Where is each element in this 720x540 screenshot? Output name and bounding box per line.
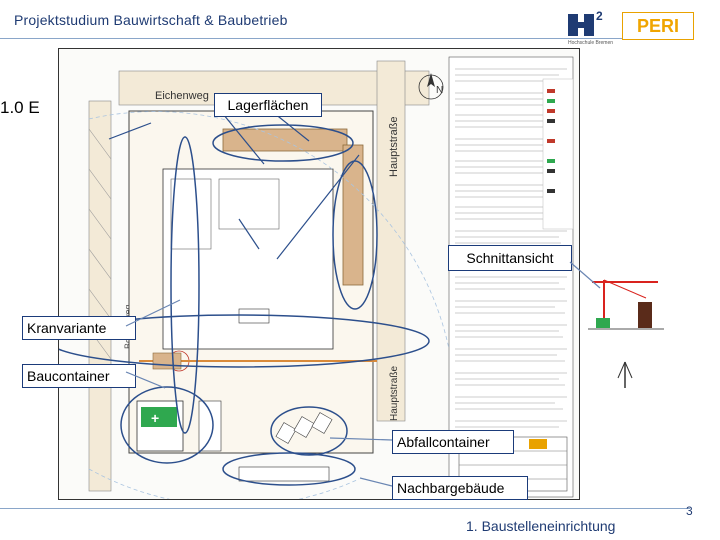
- page-number: 3: [686, 504, 693, 518]
- callout-nachbargebaeude: Nachbargebäude: [392, 476, 528, 500]
- callout-baucontainer: Baucontainer: [22, 364, 136, 388]
- svg-text:+: +: [151, 410, 159, 426]
- site-plan-drawing: Eichenweg Hauptstraße Hauptstraße Bonatz…: [48, 56, 574, 507]
- callout-abfallcontainer: Abfallcontainer: [392, 430, 514, 454]
- crane-section-inset: [588, 272, 664, 334]
- footer-divider: [0, 508, 690, 509]
- callout-kranvariante: Kranvariante: [22, 316, 136, 340]
- callout-schnittansicht: Schnittansicht: [448, 245, 572, 271]
- section-label: 1.0 E: [0, 98, 40, 117]
- svg-text:2: 2: [596, 9, 603, 23]
- footer-title: 1. Baustelleneinrichtung: [466, 518, 616, 534]
- street-label-eichenweg: Eichenweg: [155, 90, 209, 102]
- callout-lagerflaechen: Lagerflächen: [214, 93, 322, 117]
- header-divider: [0, 38, 690, 39]
- street-label-hauptstrasse: Hauptstraße: [388, 116, 400, 177]
- slide-title: Projektstudium Bauwirtschaft & Baubetrie…: [14, 12, 288, 28]
- svg-text:Hochschule Bremen: Hochschule Bremen: [568, 40, 613, 46]
- peri-logo-text: PERI: [636, 16, 679, 36]
- crane-elevation-icon: [617, 361, 633, 388]
- site-plan: Eichenweg Hauptstraße Hauptstraße Bonatz…: [48, 48, 580, 507]
- north-arrow-label: N: [436, 85, 443, 96]
- peri-logo: PERI: [622, 12, 694, 40]
- street-label-hauptstrasse-2: Hauptstraße: [389, 366, 400, 421]
- hochschule-logo: 2 Hochschule Bremen: [568, 9, 613, 46]
